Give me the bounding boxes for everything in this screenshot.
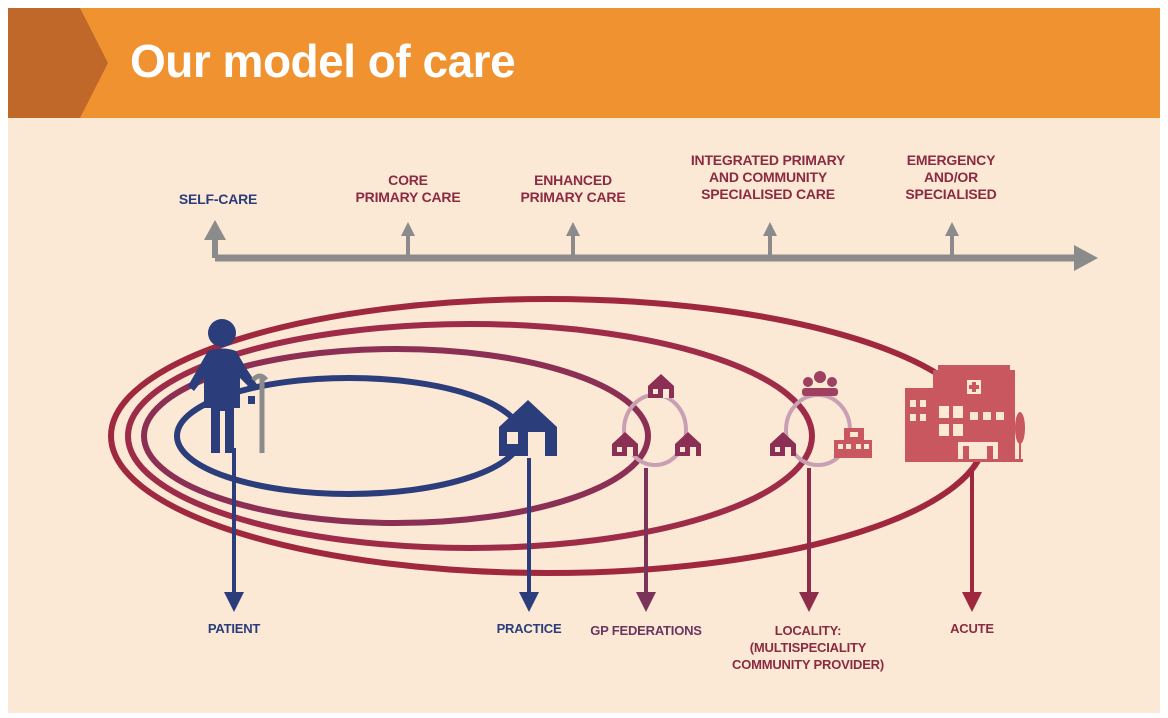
- scale-tick-integrated-icon: [763, 222, 777, 236]
- scale-label-line: EMERGENCY: [906, 152, 996, 168]
- scale-label-line: SPECIALISED: [905, 186, 997, 202]
- page-title: Our model of care: [130, 35, 516, 87]
- locality-icon: [770, 371, 872, 467]
- scale-label-line: INTEGRATED PRIMARY: [690, 152, 846, 168]
- scale-label-line: PRIMARY CARE: [355, 189, 461, 205]
- bottom-label-line: COMMUNITY PROVIDER): [732, 657, 884, 672]
- scale-tick-core-icon: [401, 222, 415, 236]
- arrow-practice-icon: [519, 592, 539, 612]
- infographic-frame: Our model of care SELF-CARE CORE PRIMARY…: [8, 8, 1160, 713]
- header-chevron-icon: [8, 8, 108, 118]
- axis-arrowhead-icon: [1074, 245, 1098, 271]
- bottom-label-line: GP FEDERATIONS: [590, 623, 702, 638]
- arrow-acute-icon: [962, 592, 982, 612]
- ring-gp-federations: [141, 346, 651, 526]
- arrow-gp-federations-icon: [636, 592, 656, 612]
- arrow-patient-icon: [224, 592, 244, 612]
- ring-locality: [125, 321, 815, 551]
- down-arrows: [224, 448, 982, 612]
- patient-icon: [188, 319, 268, 453]
- arrow-locality-icon: [799, 592, 819, 612]
- bottom-label-line: LOCALITY:: [774, 623, 842, 638]
- bottom-label-line: PRACTICE: [496, 621, 562, 636]
- gp-federation-icon: [612, 374, 701, 467]
- scale-tick-emergency-icon: [945, 222, 959, 236]
- bottom-label-line: ACUTE: [950, 621, 994, 636]
- bottom-label-patient: PATIENT: [174, 620, 294, 637]
- header-banner: Our model of care: [8, 8, 1160, 118]
- practice-house-icon: [499, 400, 557, 456]
- bottom-label-practice: PRACTICE: [469, 620, 589, 637]
- scale-tick-enhanced-icon: [566, 222, 580, 236]
- bottom-label-gp-federations: GP FEDERATIONS: [576, 622, 716, 639]
- bottom-label-acute: ACUTE: [922, 620, 1022, 637]
- bottom-label-locality: LOCALITY: (MULTISPECIALITY COMMUNITY PRO…: [718, 622, 898, 673]
- scale-label-line: AND/OR: [923, 169, 979, 185]
- scale-label-enhanced-primary-care: ENHANCED PRIMARY CARE: [493, 172, 653, 206]
- scale-label-core-primary-care: CORE PRIMARY CARE: [328, 172, 488, 206]
- scale-label-line: SPECIALISED CARE: [701, 186, 835, 202]
- scale-label-line: CORE: [388, 172, 428, 188]
- scale-label-integrated-care: INTEGRATED PRIMARY AND COMMUNITY SPECIAL…: [668, 152, 868, 203]
- scale-label-line: SELF-CARE: [178, 191, 258, 207]
- scale-tick-self-care-icon: [204, 220, 226, 240]
- hospital-icon: [905, 365, 1025, 462]
- scale-label-line: AND COMMUNITY: [709, 169, 827, 185]
- care-model-diagram: [108, 220, 1098, 612]
- scale-axis: [204, 220, 1098, 271]
- bottom-label-line: PATIENT: [207, 621, 261, 636]
- scale-label-line: PRIMARY CARE: [520, 189, 626, 205]
- scale-label-emergency: EMERGENCY AND/OR SPECIALISED: [881, 152, 1021, 203]
- scale-label-self-care: SELF-CARE: [158, 191, 278, 208]
- bottom-label-line: (MULTISPECIALITY: [749, 640, 867, 655]
- scale-label-line: ENHANCED: [534, 172, 612, 188]
